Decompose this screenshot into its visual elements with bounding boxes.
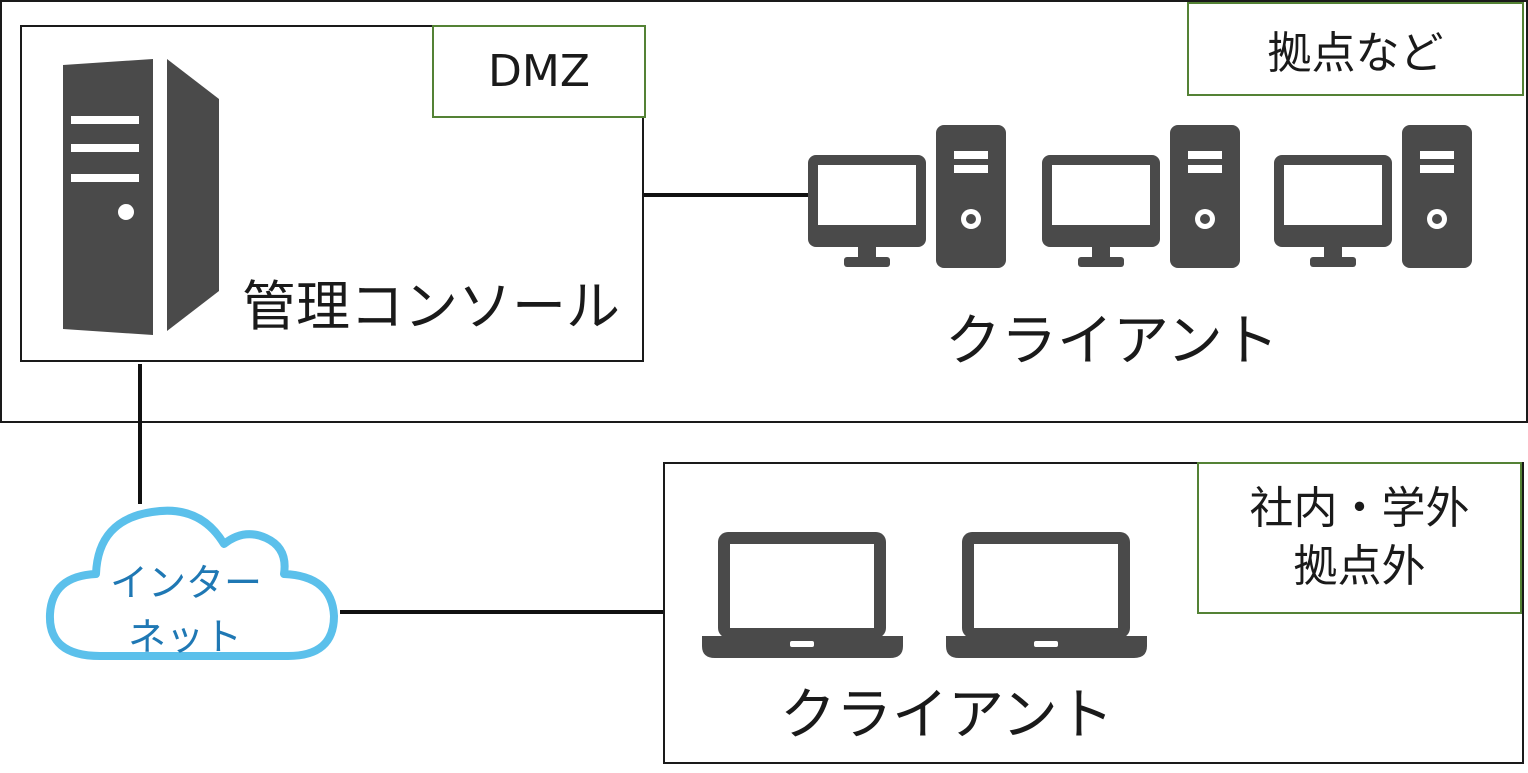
dmz-zone-tag-text: DMZ — [488, 46, 590, 97]
offsite-zone-tag: 社内・学外 拠点外 — [1197, 462, 1522, 614]
link-dmz-to-internet — [138, 364, 142, 504]
link-internet-to-remote-clients — [340, 610, 666, 614]
desktop-computer-icon — [1042, 125, 1240, 268]
server-tower-icon — [63, 59, 219, 335]
internet-label-line1: インター — [110, 561, 263, 605]
desktop-computer-icon — [808, 125, 1006, 268]
server-label: 管理コンソール — [242, 275, 620, 338]
laptop-icon — [702, 532, 903, 658]
link-dmz-to-site-clients — [644, 193, 810, 197]
offsite-zone-tag-line2: 拠点外 — [1293, 541, 1426, 592]
site-clients-label: クライアント — [945, 309, 1279, 374]
desktop-computer-icon — [1274, 125, 1472, 268]
dmz-zone-tag: DMZ — [432, 25, 646, 118]
site-zone-tag-text: 拠点など — [1267, 28, 1444, 79]
laptop-icon — [946, 532, 1147, 658]
offsite-zone-tag-line1: 社内・学外 — [1249, 483, 1470, 534]
internet-label-line2: ネット — [128, 615, 243, 659]
remote-clients-label: クライアント — [780, 683, 1114, 748]
cloud-icon — [45, 506, 338, 660]
site-zone-tag: 拠点など — [1187, 2, 1524, 96]
